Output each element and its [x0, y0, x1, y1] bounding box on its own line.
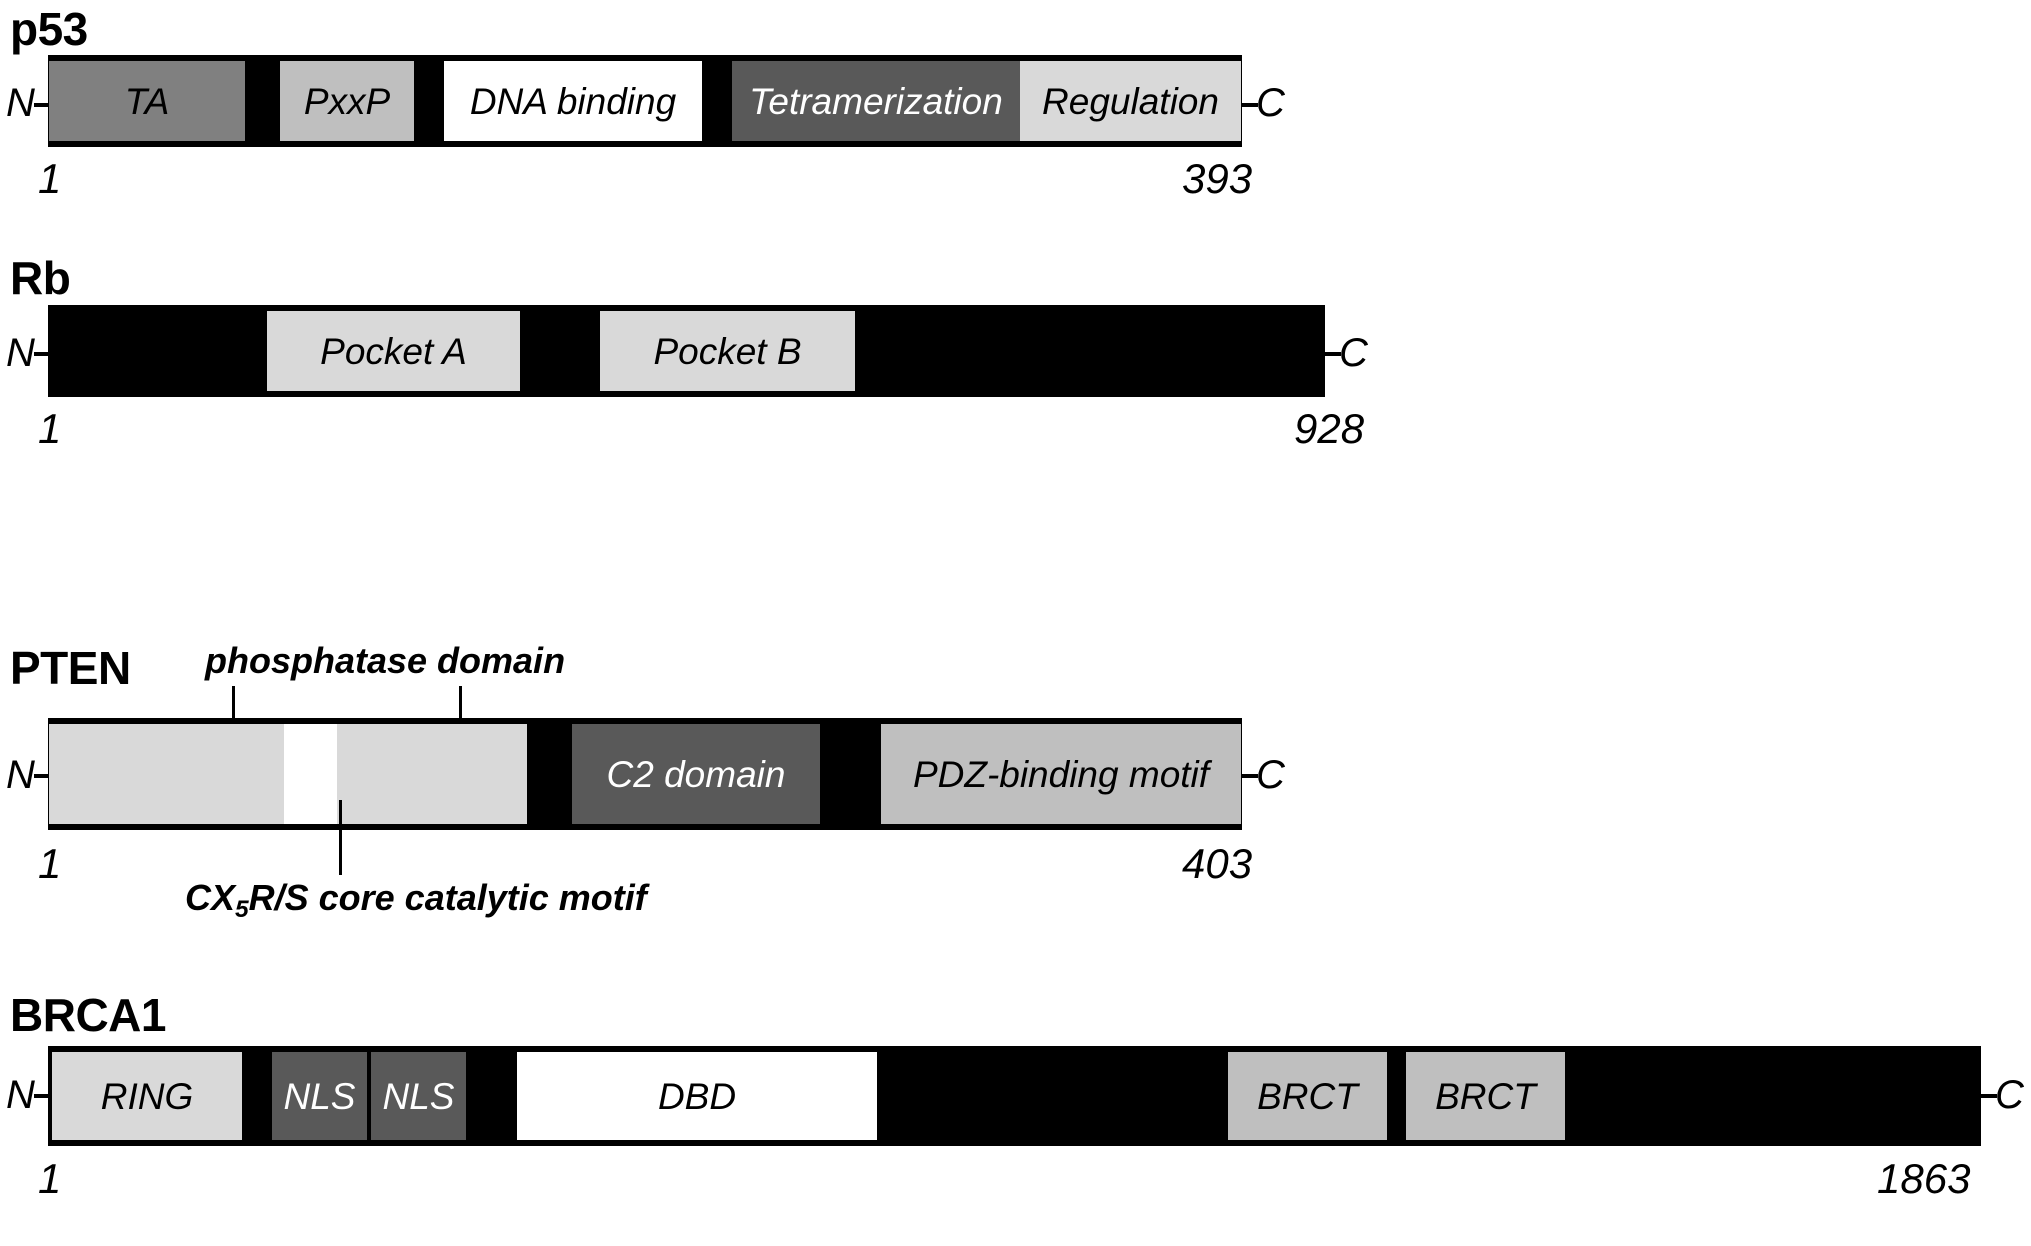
rb-backbone-bar: Pocket A Pocket B — [48, 305, 1325, 397]
brca1-domain-dbd[interactable]: DBD — [517, 1052, 877, 1140]
p53-domain-dna-binding[interactable]: DNA binding — [444, 61, 702, 141]
brca1-start-residue: 1 — [38, 1155, 62, 1202]
protein-title-brca1: BRCA1 — [10, 989, 166, 1041]
brca1-domain-nls-2[interactable]: NLS — [371, 1052, 466, 1140]
brca1-c-terminus-label: C — [1995, 1073, 2024, 1117]
pten-backbone-bar: C2 domain PDZ-binding motif — [48, 718, 1242, 830]
rb-c-terminus-label: C — [1339, 331, 1368, 375]
p53-n-terminus-label: N — [6, 81, 35, 125]
protein-title-p53: p53 — [10, 3, 88, 55]
brca1-n-terminus-label: N — [6, 1073, 35, 1117]
p53-domain-tetramerization[interactable]: Tetramerization — [732, 61, 1020, 141]
pten-domain-pdz-binding-motif[interactable]: PDZ-binding motif — [881, 724, 1241, 824]
rb-start-residue: 1 — [38, 405, 62, 452]
rb-domain-pocket-a[interactable]: Pocket A — [267, 311, 520, 391]
p53-start-residue: 1 — [38, 155, 62, 202]
pten-n-terminus-label: N — [6, 753, 35, 797]
brca1-domain-brct-2[interactable]: BRCT — [1406, 1052, 1565, 1140]
protein-title-pten: PTEN — [10, 642, 131, 694]
brca1-domain-nls-1[interactable]: NLS — [272, 1052, 367, 1140]
pten-leader-phosphatase-right — [459, 686, 462, 746]
pten-callout-phosphatase-domain: phosphatase domain — [205, 640, 566, 681]
rb-n-terminus-label: N — [6, 331, 35, 375]
pten-start-residue: 1 — [38, 840, 62, 887]
pten-end-residue: 403 — [1182, 840, 1253, 887]
pten-c-terminus-label: C — [1256, 753, 1285, 797]
rb-end-residue: 928 — [1294, 405, 1365, 452]
pten-callout-catalytic-motif-text: CX5R/S core catalytic motif — [185, 877, 647, 923]
pten-c-terminus-dash — [1242, 774, 1258, 778]
p53-c-terminus-label: C — [1256, 81, 1285, 125]
brca1-domain-brct-1[interactable]: BRCT — [1228, 1052, 1387, 1140]
rb-domain-pocket-b[interactable]: Pocket B — [600, 311, 855, 391]
pten-domain-phosphatase-n[interactable] — [49, 724, 284, 824]
rb-n-terminus-dash — [34, 352, 50, 356]
pten-leader-phosphatase-left — [232, 686, 235, 746]
p53-end-residue: 393 — [1182, 155, 1253, 202]
brca1-n-terminus-dash — [34, 1094, 50, 1098]
rb-c-terminus-dash — [1325, 352, 1341, 356]
brca1-end-residue: 1863 — [1877, 1155, 1971, 1202]
p53-domain-regulation[interactable]: Regulation — [1020, 61, 1241, 141]
brca1-domain-ring[interactable]: RING — [52, 1052, 242, 1140]
protein-title-rb: Rb — [10, 252, 71, 304]
p53-n-terminus-dash — [34, 103, 50, 107]
p53-c-terminus-dash — [1242, 103, 1258, 107]
pten-domain-phosphatase-c[interactable] — [337, 724, 527, 824]
p53-domain-pxxp[interactable]: PxxP — [280, 61, 414, 141]
pten-domain-catalytic-motif[interactable] — [284, 724, 337, 824]
pten-callout-catalytic-motif: CX5R/S core catalytic motif — [185, 880, 647, 922]
p53-domain-ta[interactable]: TA — [49, 61, 245, 141]
p53-backbone-bar: TA PxxP DNA binding Tetramerization Regu… — [48, 55, 1242, 147]
brca1-c-terminus-dash — [1981, 1094, 1997, 1098]
pten-leader-catalytic-motif — [339, 800, 342, 875]
brca1-backbone-bar: RING NLS NLS DBD BRCT BRCT — [48, 1046, 1981, 1146]
pten-domain-c2[interactable]: C2 domain — [572, 724, 820, 824]
pten-n-terminus-dash — [34, 774, 50, 778]
